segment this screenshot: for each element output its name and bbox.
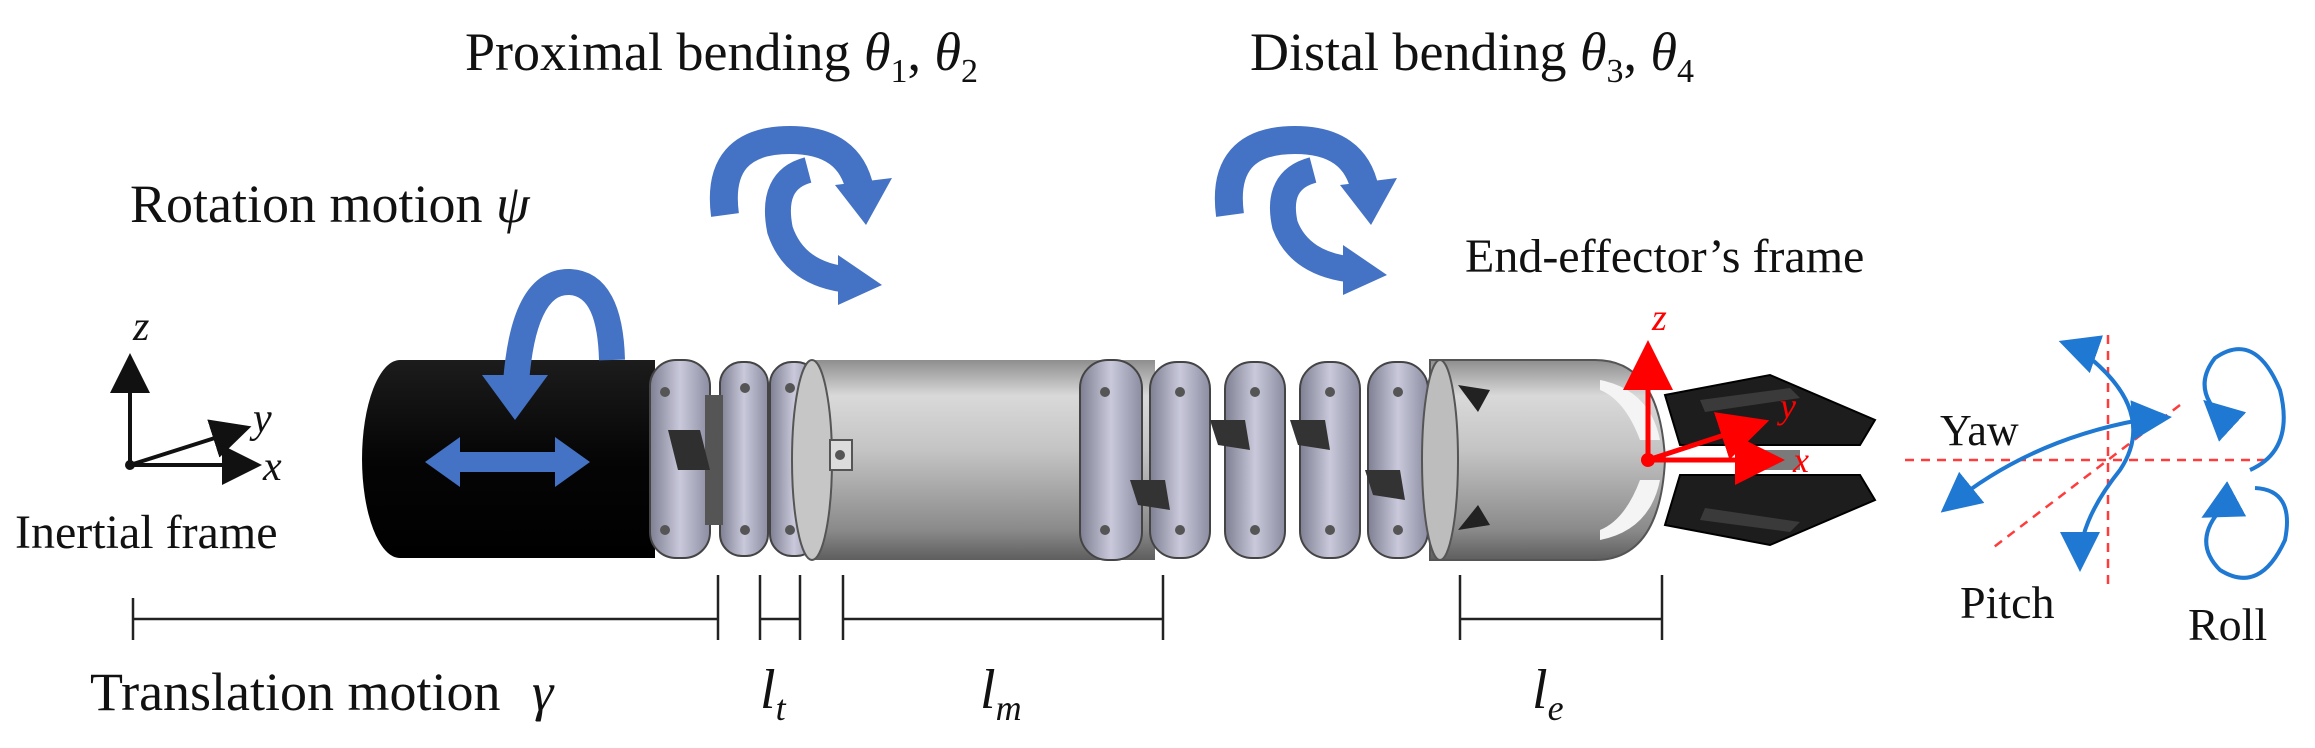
inertial-frame-label: Inertial frame [15, 506, 278, 559]
rotation-motion-label: Rotation motion ψ [130, 174, 531, 234]
distal-bending-arrows [1214, 125, 1397, 295]
distal-bending-label: Distal bending θ3, θ4 [1250, 22, 1694, 90]
lm-label: lm [980, 659, 1022, 728]
orientation-motions: Yaw Pitch Roll [1905, 335, 2289, 650]
inertial-frame-axes: z y x [110, 304, 282, 490]
lt-label: lt [760, 659, 787, 728]
ee-y-label: y [1777, 386, 1796, 426]
le-label: le [1532, 659, 1564, 728]
rotation-arrow [482, 269, 625, 420]
pitch-label: Pitch [1960, 577, 2055, 628]
end-effector-body [1421, 359, 1667, 561]
ee-x-label: x [1792, 440, 1809, 480]
inertial-z-label: z [132, 304, 149, 350]
inertial-y-label: y [249, 396, 272, 442]
roll-label: Roll [2188, 599, 2267, 650]
proximal-bending-arrows [709, 125, 892, 305]
ee-z-label: z [1651, 297, 1667, 339]
inertial-x-label: x [262, 444, 282, 490]
translation-arrow [425, 437, 590, 487]
dimension-lines [131, 575, 1664, 640]
end-effector-axes: z y x [1623, 297, 1809, 485]
distal-joint [1079, 359, 1429, 561]
end-effector-frame-label: End-effector’s frame [1465, 230, 1864, 283]
proximal-bending-label: Proximal bending θ1, θ2 [465, 22, 978, 90]
translation-motion-label: Translation motion γ [90, 662, 555, 722]
yaw-label: Yaw [1940, 406, 2019, 455]
